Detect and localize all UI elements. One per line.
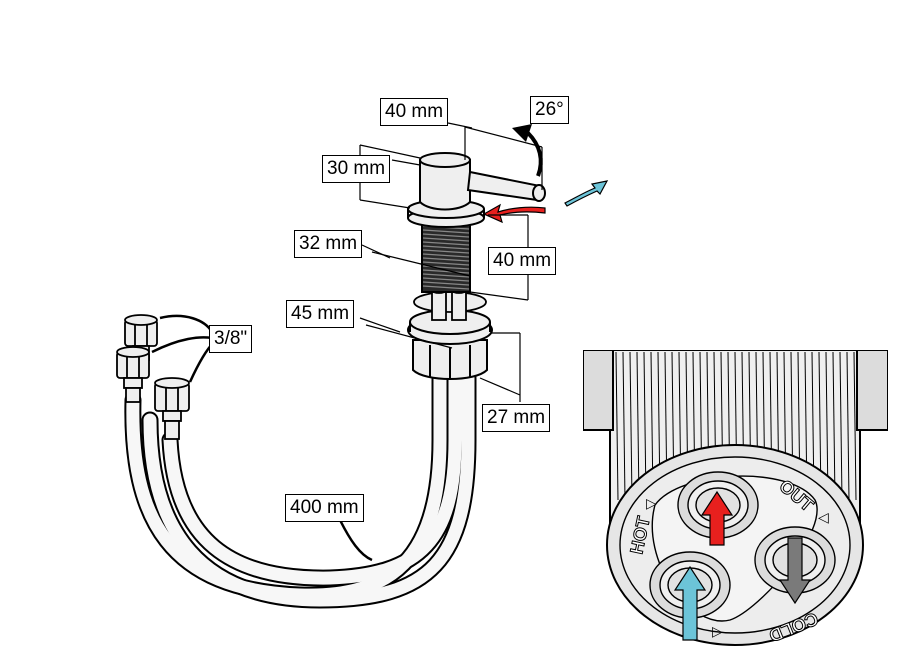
nut-height-label: 27 mm (482, 404, 551, 432)
cold-marker: ▷ (712, 623, 723, 639)
hot-marker: ▷ (646, 495, 657, 511)
lever-angle-label: 26° (530, 96, 569, 124)
connector-3 (154, 377, 190, 440)
detail-thread-line (853, 351, 857, 501)
detail-thread-line (636, 351, 640, 501)
hose-leader (338, 519, 373, 562)
detail-thread-line (615, 351, 619, 501)
thread-line (422, 277, 470, 282)
detail-thread-line (846, 351, 850, 501)
thread-line (422, 281, 470, 286)
thread-line (422, 269, 470, 274)
detail-thread-line (622, 351, 626, 501)
rotation-arrow (526, 131, 543, 177)
hose-length-label: 400 mm (285, 494, 364, 522)
hose-group (124, 369, 477, 609)
thread-line (422, 253, 470, 258)
thread-length-label: 40 mm (488, 247, 557, 275)
cold-flow-arrow (564, 180, 609, 207)
detail-thread-line (839, 351, 843, 501)
detail-hot-arrow (700, 490, 734, 546)
thread-line (422, 285, 470, 290)
thread-line (422, 257, 470, 262)
head-height-label: 30 mm (322, 155, 391, 183)
detail-thread-line (629, 351, 633, 501)
thread-line (422, 237, 470, 242)
out-marker: ◁ (818, 509, 829, 525)
connector-leaders (151, 314, 215, 383)
connector-2 (116, 346, 150, 403)
thread-line (422, 261, 470, 266)
mounting-nut (407, 309, 493, 380)
threaded-shank (421, 217, 471, 293)
lever-length-label: 40 mm (380, 98, 449, 126)
thread-line (422, 229, 470, 234)
nut-diameter-label: 45 mm (286, 300, 355, 328)
thread-line (422, 273, 470, 278)
detail-out-arrow (778, 537, 812, 605)
thread-line (422, 245, 470, 250)
detail-thread-line (832, 351, 836, 501)
detail-cold-arrow (673, 565, 707, 641)
thread-line (422, 249, 470, 254)
hot-flow-arrow (482, 203, 546, 224)
faucet-lever (466, 170, 546, 202)
thread-line (422, 241, 470, 246)
thread-diameter-label: 32 mm (294, 230, 363, 258)
rotation-arrowhead (512, 124, 532, 142)
faucet-head (419, 152, 471, 211)
connector-size-label: 3/8" (209, 325, 253, 353)
dimension-lines (359, 122, 543, 402)
thread-line (422, 233, 470, 238)
port-detail-view: HOT OUT COLD ▷ ◁ ▷ (583, 350, 888, 656)
